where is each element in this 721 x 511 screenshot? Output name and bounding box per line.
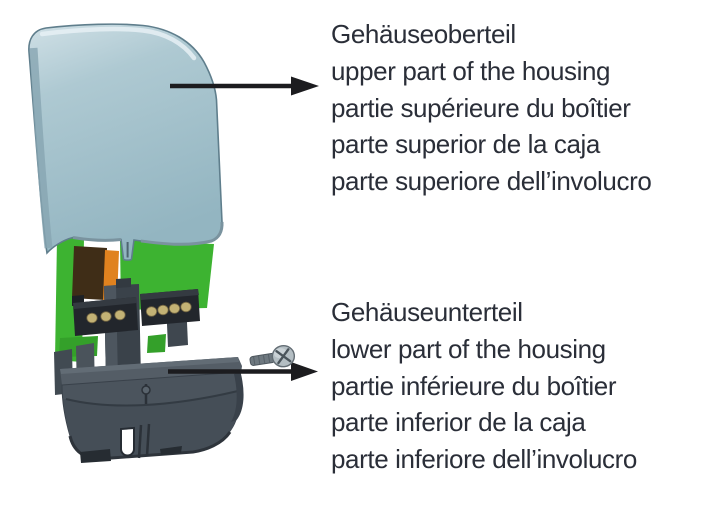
lower-base [54, 343, 244, 463]
lower-arrow-head [291, 362, 318, 381]
label-line-en: upper part of the housing [331, 55, 611, 86]
housing-left-shade [29, 47, 53, 249]
base-ridges [137, 423, 151, 459]
contact [168, 303, 181, 314]
terminal-block-right-top [140, 289, 199, 300]
screw-phillips-cross [275, 348, 292, 365]
housing-top-highlight [39, 26, 197, 61]
center-post-tab [116, 278, 131, 288]
upper-housing-label: Gehäuseoberteil upper part of the housin… [331, 16, 652, 200]
base-foot [80, 449, 111, 463]
lower-housing-label: Gehäuseunterteil lower part of the housi… [331, 294, 637, 478]
housing-bottom-rim [72, 236, 122, 242]
label-line-es: parte superior de la caja [331, 129, 600, 160]
contact [157, 304, 169, 316]
base-cable-slot [120, 426, 135, 457]
base-top-flange-edge [60, 357, 239, 374]
label-line-it: parte inferiore dell’involucro [331, 444, 637, 475]
base-bottom-shade [68, 431, 232, 461]
screw-threads [253, 354, 271, 366]
contact [145, 306, 158, 317]
label-line-en: lower part of the housing [331, 333, 606, 364]
label-line-es: parte inferior de la caja [331, 407, 586, 438]
terminal-block-left-top [73, 297, 137, 309]
contact [86, 312, 98, 324]
base-lower-face [63, 391, 240, 459]
housing-bottom-rim [140, 221, 224, 246]
screw-icon [249, 344, 296, 368]
base-crease [65, 390, 239, 407]
callout-arrows [168, 76, 319, 381]
terminal-blocks [72, 278, 200, 382]
base-pin-head [141, 385, 151, 395]
base-foot [160, 446, 182, 455]
contact [100, 311, 112, 322]
device-illustration [28, 23, 319, 463]
upper-housing [28, 23, 224, 261]
component-brown [72, 246, 107, 300]
label-line-de: Gehäuseoberteil [331, 19, 516, 49]
base-right-shade [231, 372, 244, 422]
contact [180, 301, 192, 313]
upper-arrow-head [291, 76, 319, 96]
label-line-fr: partie inférieure du boîtier [331, 370, 617, 401]
label-line-it: parte superiore dell’involucro [331, 166, 652, 197]
label-line-fr: partie supérieure du boîtier [331, 92, 631, 123]
pcb-tab [147, 334, 166, 353]
contact [114, 309, 126, 321]
label-line-de: Gehäuseunterteil [331, 297, 523, 327]
